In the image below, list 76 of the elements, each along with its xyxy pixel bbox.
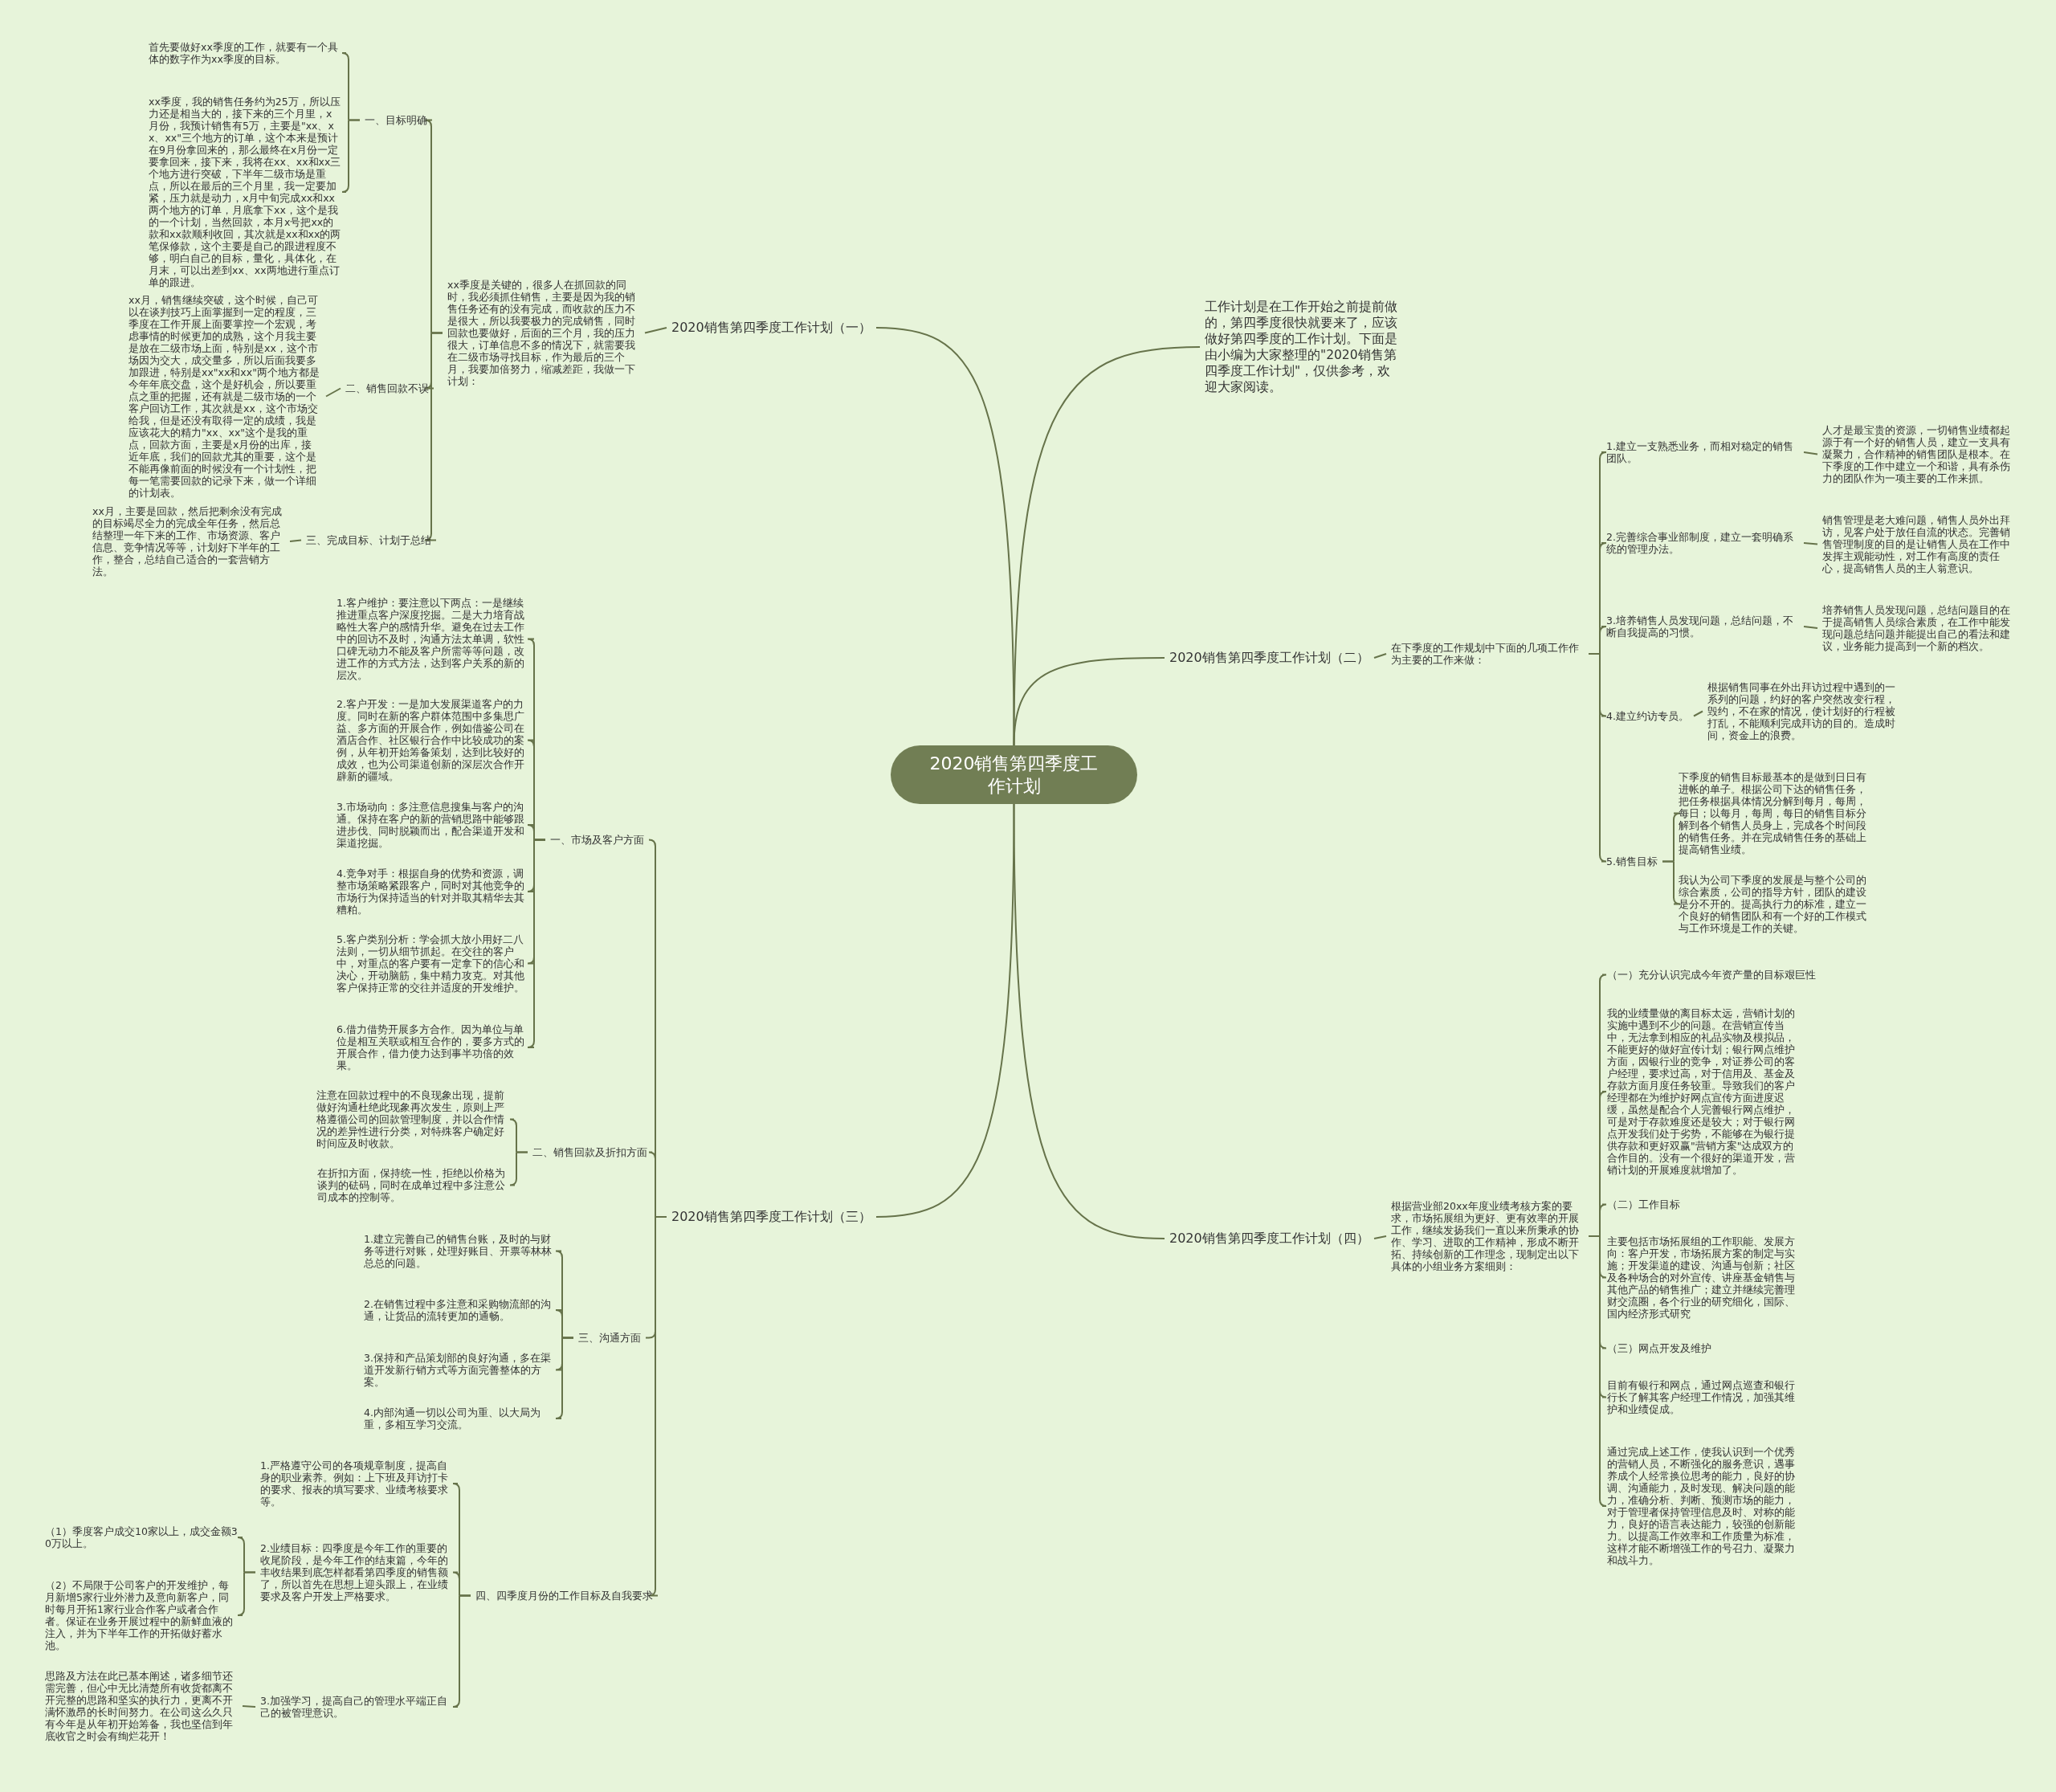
note-paragraph: 下季度的销售目标最基本的是做到日日有进帐的单子。根据公司下达的销售任务，把任务根据具体情况分解到每月，每周，每日；以每月，每周，每日的销售目标分解到各个销售人员身上，完成各个时间段的销售任务。并在完成销售任务的基础上提高销售业绩。 xyxy=(1679,771,1871,855)
connector-line xyxy=(1013,803,1165,1239)
note-paragraph: 5.客户类别分析：学会抓大放小用好二八法则，一切从细节抓起。在交往的客户中，对重点的客户要有一定拿下的信心和决心，开动脑筋，集中精力攻克。对其他客户保持正常的交往并适度的开发维护。 xyxy=(337,933,529,994)
note-paragraph: 1.建立完善自己的销售台账，及时的与财务等进行对账，处理好账目、开票等林林总总的问题。 xyxy=(364,1233,557,1269)
note-paragraph: 1.建立一支熟悉业务，而相对稳定的销售团队。 xyxy=(1606,440,1799,464)
note-paragraph: 2.业绩目标：四季度是今年工作的重要的收尾阶段，是今年工作的结束篇，今年的丰收结果到底怎样都看第四季度的销售额了，所以首先在思想上迎头跟上，在业绩要求及客户开发上严格要求。 xyxy=(260,1542,453,1602)
note-paragraph: （1）季度客户成交10家以上，成交金额30万以上。 xyxy=(45,1525,238,1549)
connector-line xyxy=(875,803,1015,1218)
note-paragraph: xx季度是关键的，很多人在抓回款的同时，我必须抓住销售，主要是因为我的销售任务还有的没有完成，而收款的压力不是很大，所以我要极力的完成销售，同时回款也要做好，后面的三个月，我的压力很大，订单信息不多的情况下，就需要我在二级市场寻找目标，作为最后的三个月，我要加倍努力，缩减差距，我做一下计划： xyxy=(447,279,640,387)
connector-line xyxy=(237,1571,256,1616)
note-paragraph: 3.加强学习，提高自己的管理水平端正自己的被管理意识。 xyxy=(260,1695,453,1719)
connector-line xyxy=(509,1151,528,1186)
subtopic-label: 三、完成目标、计划于总结 xyxy=(306,534,431,546)
subtopic-label: 三、沟通方面 xyxy=(578,1332,641,1344)
connector-line xyxy=(644,327,667,334)
note-paragraph: 首先要做好xx季度的工作，就要有一个具体的数字作为xx季度的目标。 xyxy=(149,41,341,65)
note-paragraph: 我认为公司下季度的发展是与整个公司的综合素质，公司的指导方针，团队的建设是分不开的。提高执行力的标准，建立一个良好的销售团队和有一个好的工作模式与工作环境是工作的关键。 xyxy=(1679,874,1871,934)
note-paragraph: 销售管理是老大难问题，销售人员外出拜访，见客户处于放任自流的状态。完善销售管理制度的目的是让销售人员在工作中发挥主观能动性，对工作有高度的责任心，提高销售人员的主人翁意识。 xyxy=(1822,514,2015,574)
note-paragraph: 通过完成上述工作，使我认识到一个优秀的营销人员，不断强化的服务意识，遇事养成个人经常换位思考的能力，良好的协调、沟通能力，及时发现、解决问题的能力，准确分析、判断、预测市场的能力，对于管理者保持管理信息及时、对称的能力，良好的语言表达能力，较强的创新能力。以提高工作效率和工作质量为标准，这样才能不断增强工作的号召力、凝聚力和战斗力。 xyxy=(1607,1446,1800,1566)
intro-paragraph: 工作计划是在工作开始之前提前做的，第四季度很快就要来了，应该做好第四季度的工作计划。下面是由小编为大家整理的"2020销售第四季度工作计划"，仅供参考，欢迎大家阅读。 xyxy=(1205,299,1399,395)
note-paragraph: 4.内部沟通一切以公司为重、以大局为重，多相互学习交流。 xyxy=(364,1406,557,1431)
subtopic-label: （二）工作目标 xyxy=(1607,1198,1680,1210)
branch-topic: 2020销售第四季度工作计划（二） xyxy=(1169,650,1369,666)
note-paragraph: 2.完善综合事业部制度，建立一套明确系统的管理办法。 xyxy=(1606,531,1799,555)
note-paragraph: 3.培养销售人员发现问题，总结问题，不断自我提高的习惯。 xyxy=(1606,614,1799,639)
subtopic-label: （三）网点开发及维护 xyxy=(1607,1342,1711,1354)
subtopic-label: 二、销售回款不误 xyxy=(345,382,429,394)
subtopic-label: 二、销售回款及折扣方面 xyxy=(532,1146,647,1158)
note-paragraph: 人才是最宝贵的资源，一切销售业绩都起源于有一个好的销售人员，建立一支具有凝聚力，合作精神的销售团队是根本。在下季度的工作中建立一个和谐，具有杀伤力的团队作为一项主要的工作来抓。 xyxy=(1822,424,2015,484)
subtopic-label: 一、目标明确 xyxy=(365,114,427,126)
note-paragraph: 2.在销售过程中多注意和采购物流部的沟通，让货品的流转更加的通畅。 xyxy=(364,1298,557,1322)
note-paragraph: 3.保持和产品策划部的良好沟通，多在渠道开发新行销方式等方面完善整体的方案。 xyxy=(364,1352,557,1388)
connector-line xyxy=(452,1594,471,1708)
branch-topic: 2020销售第四季度工作计划（一） xyxy=(671,320,871,336)
subtopic-label: 5.销售目标 xyxy=(1606,855,1658,867)
subtopic-label: 一、市场及客户方面 xyxy=(550,834,644,846)
connector-line xyxy=(875,327,1015,746)
subtopic-label: 四、四季度月份的工作目标及自我要求 xyxy=(475,1590,653,1602)
connector-line xyxy=(1588,1235,1607,1507)
note-paragraph: 1.严格遵守公司的各项规章制度，提高自身的职业素养。例如：上下班及拜访打卡的要求、报表的填写要求、业绩考核要求等。 xyxy=(260,1459,453,1508)
note-paragraph: 根据销售同事在外出拜访过程中遇到的一系列的问题，约好的客户突然改变行程，毁约，不在家的情况，使计划好的行程被打乱，不能顺利完成拜访的目的。造成时间，资金上的浪费。 xyxy=(1707,681,1900,741)
branch-topic: 2020销售第四季度工作计划（四） xyxy=(1169,1231,1369,1247)
note-paragraph: （2）不局限于公司客户的开发维护，每月新增5家行业外潜力及意向新客户，同时每月开拓1家行业合作客户或者合作者。保证在业务开展过程中的新鲜血液的注入，并为下半年工作的开拓做好蓄水池。 xyxy=(45,1579,238,1651)
note-paragraph: 注意在回款过程中的不良现象出现，提前做好沟通杜绝此现象再次发生，原则上严格遵循公司的回款管理制度，并以合作情况的差异性进行分类，对特殊客户确定好时间应及时收款。 xyxy=(316,1089,509,1149)
connector-line xyxy=(341,119,361,193)
note-paragraph: 培养销售人员发现问题，总结问题目的在于提高销售人员综合素质，在工作中能发现问题总结问题并能提出自己的看法和建议，业务能力提高到一个新的档次。 xyxy=(1822,604,2015,652)
note-paragraph: 在折扣方面，保持统一性，拒绝以价格为谈判的砝码，同时在成单过程中多注意公司成本的控制等。 xyxy=(317,1167,510,1203)
connector-line xyxy=(1013,657,1165,746)
note-paragraph: 在下季度的工作规划中下面的几项工作作为主要的工作来做： xyxy=(1391,642,1584,666)
connector-line xyxy=(1803,451,1818,455)
note-paragraph: 1.客户维护：要注意以下两点：一是继续推进重点客户深度挖掘。二是大力培育战略性大客户的感情升华。避免在过去工作中的回访不及时，沟通方法太单调，软性口碑无动力不能及客户所需等等问题，改进工作的方式方法，达到客户关系的新的层次。 xyxy=(337,597,529,681)
note-paragraph: 思路及方法在此已基本阐述，诸多细节还需完善，但心中无比清楚所有收货都离不开完整的思路和坚实的执行力，更离不开满怀激昂的长时间努力。在公司这么久只有今年是从年初开始筹备，我也坚信到年底收官之时会有绚烂花开！ xyxy=(45,1670,238,1742)
connector-line xyxy=(1803,626,1818,629)
branch-topic: 2020销售第四季度工作计划（三） xyxy=(671,1209,871,1225)
central-topic: 2020销售第四季度工作计划 xyxy=(891,745,1137,804)
note-paragraph: 2.客户开发：一是加大发展渠道客户的力度。同时在新的客户群体范围中多集思广益、多方面的开展合作，例如借鉴公司在酒店合作、社区银行合作中比较成功的案例，从年初开始筹备策划，达到比较好的成效，也为公司渠道创新的深层次合作开辟新的疆域。 xyxy=(337,698,529,782)
connector-line xyxy=(1662,860,1681,905)
connector-line xyxy=(1373,653,1387,659)
note-paragraph: 根据营业部20xx年度业绩考核方案的要求，市场拓展组为更好、更有效率的开展工作，继续发扬我们一直以来所秉承的协作、学习、进取的工作精神，形成不断开拓、持续创新的工作理念，现制定出以下具体的小组业务方案细则： xyxy=(1391,1200,1584,1272)
connector-line xyxy=(242,1705,256,1708)
subtopic-label: （一）充分认识完成今年资产量的目标艰巨性 xyxy=(1607,969,1816,981)
connector-line xyxy=(1693,710,1703,717)
note-paragraph: 我的业绩量做的离目标太远，营销计划的实施中遇到不少的问题。在营销宣传当中，无法拿到相应的礼品实物及模拟品，不能更好的做好宣传计划；银行网点维护方面，因银行业的竞争，对证券公司的客户经理，要求过高，对于信用及、基金及存款方面月度任务较重。导致我们的客户经理都在为维护好网点宣传方面进度迟缓，虽然是配合个人完善银行网点维护，可是对于存款难度还是较大；对于银行网点开发我们处于劣势，不能够在为银行提供存款和更好双赢"营销方案"达成双方的合作目的。没有一个很好的渠道开发，营销计划的开展难度就增加了。 xyxy=(1607,1007,1800,1176)
note-paragraph: xx月，销售继续突破，这个时候，自己可以在谈判技巧上面掌握到一定的程度，三季度在工作开展上面要掌控一个宏观，考虑事情的时候更加的成熟，这个月我主要是放在二级市场上面，特别是xx，这个市场因为交大，成交量多，所以后面我要多加跟进，特别是xx"xx和xx"两个地方都是今年年底交盘，这个是好机会，所以要重点之重的把握，还有就是二级市场的一个客户回访工作，其次就是xx，这个市场交给我，但是还没有取得一定的成绩，我是应该花大的精力"xx、xx"这个是我的重点，回款方面，主要是x月份的出库，接近年底，我们的回款尤其的重要，这个是不能再像前面的时候没有一个计划性，把每一笔需要回款的记录下来，做一个详细的计划表。 xyxy=(128,294,321,499)
note-paragraph: 目前有银行和网点，通过网点巡查和银行行长了解其客户经理工作情况，加强其维护和业绩促成。 xyxy=(1607,1379,1800,1415)
connector-line xyxy=(289,539,302,542)
note-paragraph: 4.竞争对手：根据自身的优势和资源，调整市场策略紧跟客户，同时对其他竞争的市场行为保持适当的针对并取其精华去其糟粕。 xyxy=(337,867,529,916)
note-paragraph: 6.借力借势开展多方合作。因为单位与单位是相互关联或相互合作的，要多方式的开展合作，借力使力达到事半功倍的效果。 xyxy=(337,1023,529,1072)
note-paragraph: xx月，主要是回款，然后把剩余没有完成的目标竭尽全力的完成全年任务，然后总结整理一年下来的工作、市场资源、客户信息、竞争情况等等，计划好下半年的工作，整合，总结自己适合的一套营销方法。 xyxy=(92,505,285,578)
note-paragraph: 3.市场动向：多注意信息搜集与客户的沟通。保持在客户的新的营销思路中能够跟进步伐、同时脱颖而出，配合渠道开发和渠道挖掘。 xyxy=(337,801,529,849)
connector-line xyxy=(1373,1235,1387,1239)
note-paragraph: xx季度，我的销售任务约为25万，所以压力还是相当大的，接下来的三个月里，x月份，我预计销售有5万，主要是"xx、xx、xx"三个地方的订单，这个本来是预计在9月份拿回来的，那么最终在x月份一定要拿回来，接下来，我将在xx、xx和xx三个地方进行突破，下半年二级市场是重点，所以在最后的三个月里，我一定要加紧，压力就是动力，x月中旬完成xx和xx两个地方的订单，月底拿下xx，这个是我的一个计划，当然回款，本月x号把xx的款和xx款顺利收回，其次就是xx和xx的两笔保修款，这个主要是自己的跟进程度不够，明白自己的目标，量化，具体化，在月末，可以出差到xx、xx两地进行重点订单的跟进。 xyxy=(149,96,341,288)
connector-line xyxy=(1803,542,1818,545)
subtopic-label: 4.建立约访专员。 xyxy=(1606,710,1689,722)
connector-line xyxy=(325,387,341,398)
note-paragraph: 主要包括市场拓展组的工作职能、发展方向：客户开发，市场拓展方案的制定与实施；开发渠道的建设、沟通与创新；社区及各种场合的对外宣传、讲座基金销售与其他产品的销售推广；建立并继续完善理财交流圈，各个行业的研究细化，国际、国内经济形式研究 xyxy=(1607,1235,1800,1320)
